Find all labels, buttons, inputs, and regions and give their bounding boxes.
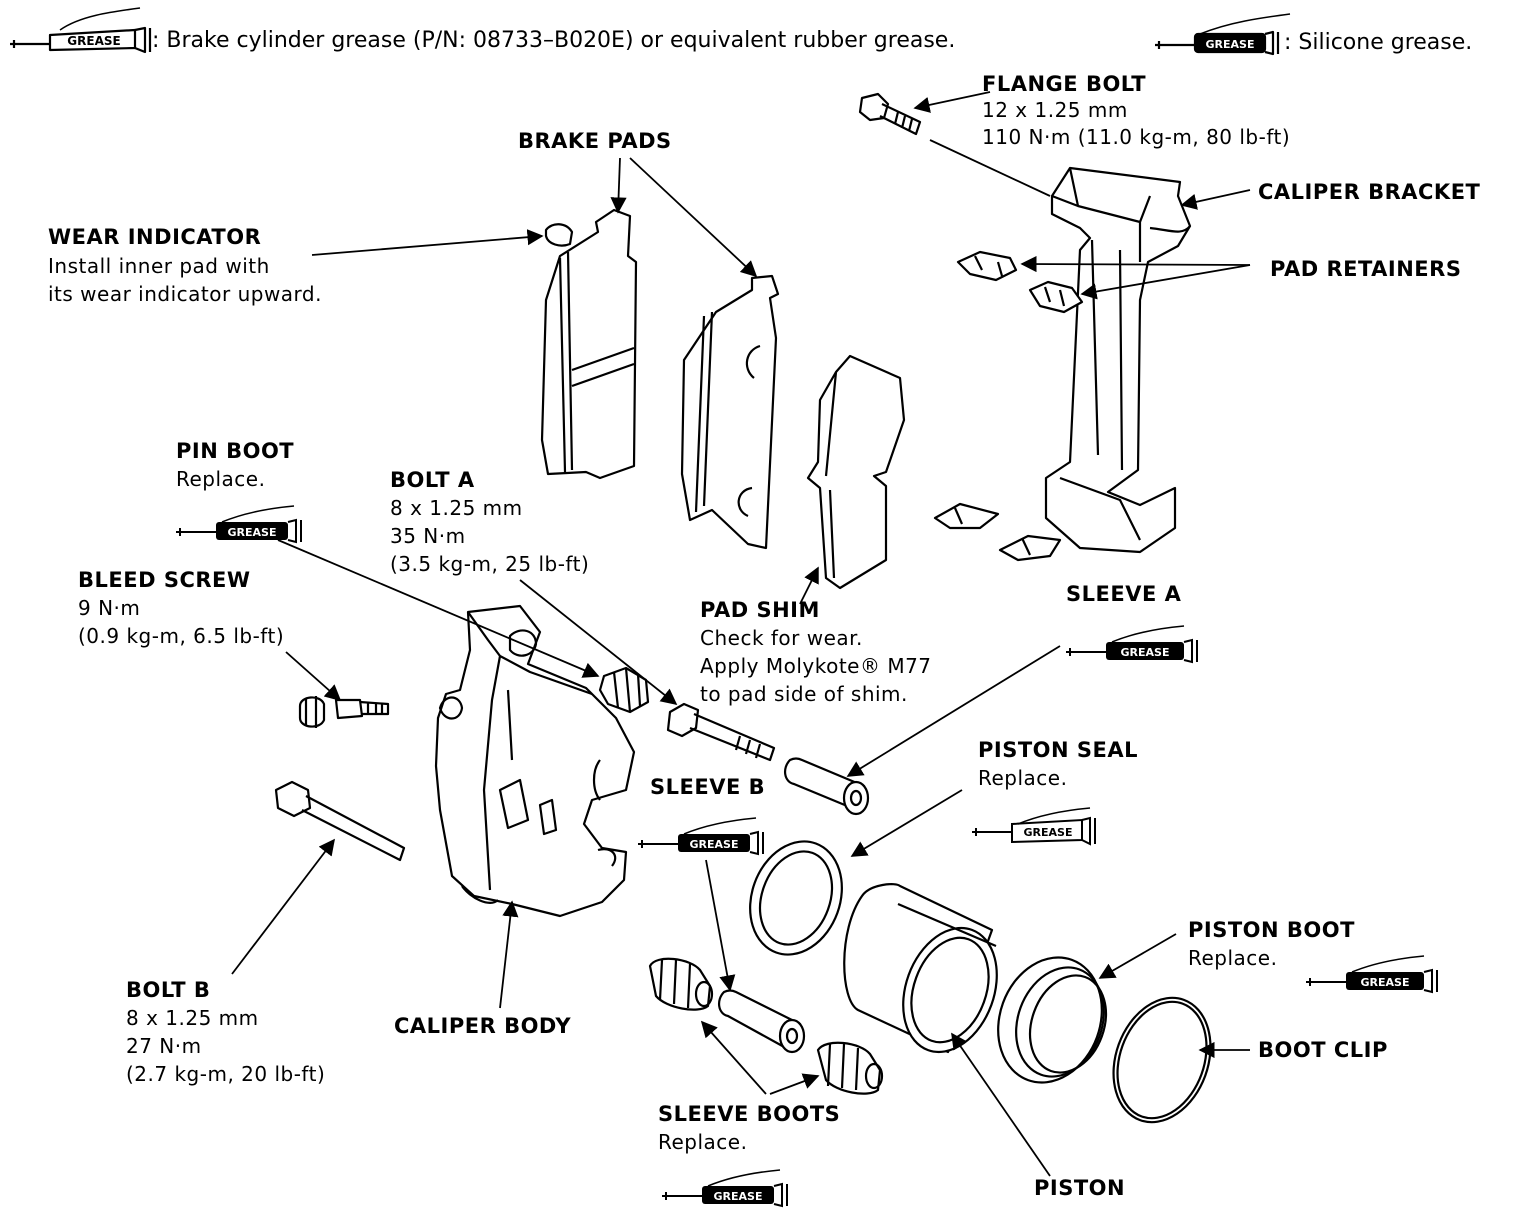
svg-text:GREASE: GREASE <box>690 838 739 851</box>
svg-text:GREASE: GREASE <box>1206 38 1255 51</box>
grease-icon-piston-boot: GREASE <box>1306 955 1438 994</box>
sleeve-b-title: SLEEVE B <box>650 775 766 799</box>
brake-pads-title: BRAKE PADS <box>518 129 672 153</box>
svg-text:GREASE: GREASE <box>1121 646 1170 659</box>
piston-seal-title: PISTON SEAL <box>978 738 1138 762</box>
outer-brake-pad-part <box>680 274 780 550</box>
wear-indicator-note-1: Install inner pad with <box>48 254 270 278</box>
piston-seal-part <box>749 840 843 956</box>
inner-brake-pad-part <box>540 208 638 480</box>
pad-shim-part <box>806 354 906 590</box>
bolt-b-title: BOLT B <box>126 978 211 1002</box>
bleed-screw-torque: 9 N·m <box>78 596 141 620</box>
grease-icon-sleeve-boots: GREASE <box>662 1169 788 1208</box>
svg-text:GREASE: GREASE <box>714 1190 763 1203</box>
piston-part <box>843 883 998 1054</box>
grease-icon-piston-seal: GREASE <box>972 807 1096 846</box>
bolt-b-torque: 27 N·m <box>126 1034 202 1058</box>
svg-text:GREASE: GREASE <box>67 34 120 48</box>
bolt-b-size: 8 x 1.25 mm <box>126 1006 259 1030</box>
caliper-bracket-title: CALIPER BRACKET <box>1258 180 1481 204</box>
flange-bolt-part <box>858 92 922 136</box>
flange-bolt-torque: 110 N·m (11.0 kg-m, 80 lb-ft) <box>982 125 1291 149</box>
wear-indicator-note-2: its wear indicator upward. <box>48 282 322 306</box>
svg-text:GREASE: GREASE <box>1361 976 1410 989</box>
pin-boot-note: Replace. <box>176 467 266 491</box>
sleeve-boots-part <box>648 957 884 1095</box>
piston-boot-part <box>997 956 1108 1084</box>
bolt-a-size: 8 x 1.25 mm <box>390 496 523 520</box>
sleeve-boots-title: SLEEVE BOOTS <box>658 1102 841 1126</box>
bleed-screw-part <box>298 696 390 728</box>
caliper-body-part <box>434 604 636 918</box>
brake-grease-legend-icon: GREASE <box>10 7 152 54</box>
svg-text:GREASE: GREASE <box>228 526 277 539</box>
bolt-a-part <box>666 702 776 762</box>
bleed-screw-torque-alt: (0.9 kg-m, 6.5 lb-ft) <box>78 624 285 648</box>
grease-icon-pin-boot: GREASE <box>176 505 302 544</box>
sleeve-a-part <box>784 757 870 816</box>
svg-text:GREASE: GREASE <box>1024 826 1073 839</box>
pad-shim-title: PAD SHIM <box>700 598 820 622</box>
sleeve-b-part <box>718 989 806 1054</box>
pad-shim-note-2: Apply Molykote® M77 <box>700 654 932 678</box>
silicone-grease-legend-text: : Silicone grease. <box>1284 30 1473 55</box>
boot-clip-part <box>1112 996 1212 1124</box>
pin-boot-title: PIN BOOT <box>176 439 295 463</box>
silicone-grease-legend-icon: GREASE <box>1155 13 1291 56</box>
grease-icon-sleeve-b: GREASE <box>638 817 764 856</box>
grease-icon-sleeve-a: GREASE <box>1066 625 1198 664</box>
flange-bolt-title: FLANGE BOLT <box>982 72 1147 96</box>
piston-boot-title: PISTON BOOT <box>1188 918 1355 942</box>
bolt-b-torque-alt: (2.7 kg-m, 20 lb-ft) <box>126 1062 326 1086</box>
bolt-a-title: BOLT A <box>390 468 475 492</box>
piston-title: PISTON <box>1034 1176 1126 1200</box>
brake-grease-legend-text: : Brake cylinder grease (P/N: 08733–B020… <box>152 28 956 53</box>
flange-bolt-size: 12 x 1.25 mm <box>982 98 1128 122</box>
caliper-bracket-part <box>1044 166 1192 554</box>
sleeve-a-title: SLEEVE A <box>1066 582 1182 606</box>
piston-boot-note: Replace. <box>1188 946 1278 970</box>
boot-clip-title: BOOT CLIP <box>1258 1038 1388 1062</box>
pad-retainers-title: PAD RETAINERS <box>1270 257 1462 281</box>
leader-lines <box>231 91 1251 1177</box>
bolt-b-part <box>274 780 406 862</box>
caliper-body-title: CALIPER BODY <box>394 1014 572 1038</box>
pin-boot-part <box>598 666 650 714</box>
pad-shim-note-1: Check for wear. <box>700 626 863 650</box>
wear-indicator-title: WEAR INDICATOR <box>48 225 262 249</box>
bolt-a-torque-alt: (3.5 kg-m, 25 lb-ft) <box>390 552 590 576</box>
pad-shim-note-3: to pad side of shim. <box>700 682 908 706</box>
bleed-screw-title: BLEED SCREW <box>78 568 251 592</box>
pad-retainers-part <box>933 250 1084 562</box>
piston-seal-note: Replace. <box>978 766 1068 790</box>
sleeve-boots-note: Replace. <box>658 1130 748 1154</box>
bolt-a-torque: 35 N·m <box>390 524 466 548</box>
